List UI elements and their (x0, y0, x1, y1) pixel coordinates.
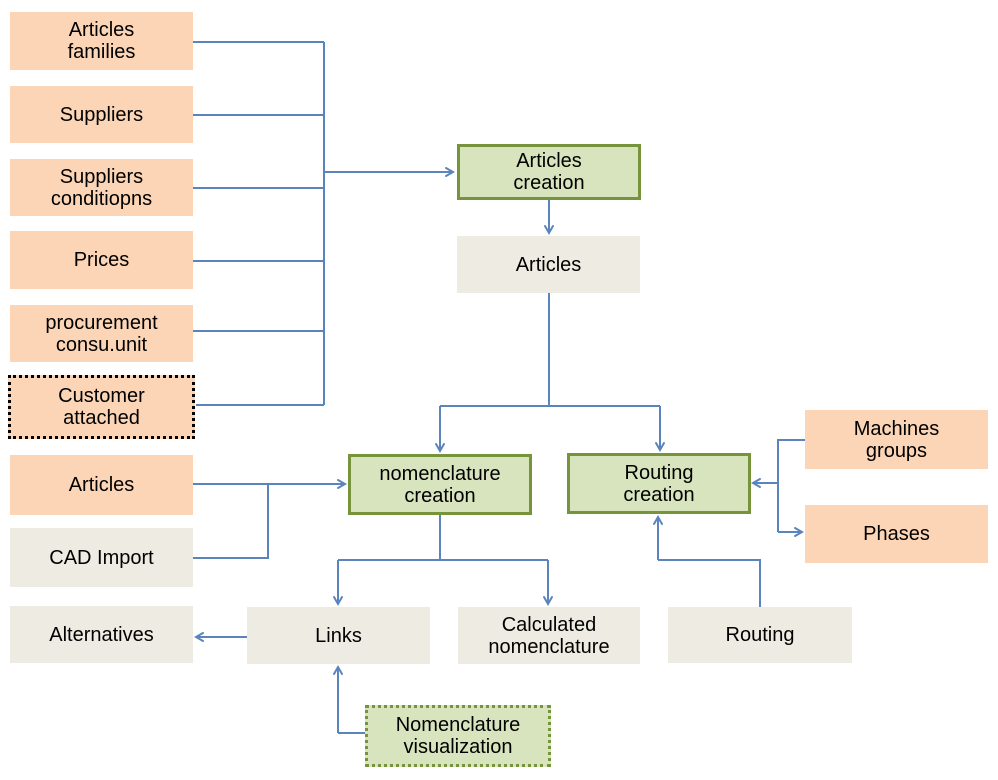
node-nomenclature-visualization: Nomenclature visualization (365, 705, 551, 767)
node-suppliers: Suppliers (10, 86, 193, 143)
node-phases: Phases (805, 505, 988, 563)
node-cad-import: CAD Import (10, 528, 193, 587)
node-prices: Prices (10, 231, 193, 289)
node-machines-groups: Machines groups (805, 410, 988, 469)
node-routing: Routing (668, 607, 852, 663)
node-customer-attached: Customer attached (8, 375, 195, 439)
edge-machines-groups-bus (777, 439, 805, 532)
node-procurement-consu-unit: procurement consu.unit (10, 305, 193, 362)
node-nomenclature-creation: nomenclature creation (348, 454, 532, 515)
edge-cad-import-join (193, 484, 269, 559)
edge-routing-up-path (658, 559, 761, 607)
node-articles-source: Articles (10, 455, 193, 515)
node-articles-creation: Articles creation (457, 144, 641, 200)
node-articles: Articles (457, 236, 640, 293)
node-routing-creation: Routing creation (567, 453, 751, 514)
node-alternatives: Alternatives (10, 606, 193, 663)
node-calculated-nomenclature: Calculated nomenclature (458, 607, 640, 664)
node-articles-families: Articles families (10, 12, 193, 70)
node-suppliers-conditions: Suppliers conditiopns (10, 159, 193, 216)
node-links: Links (247, 607, 430, 664)
